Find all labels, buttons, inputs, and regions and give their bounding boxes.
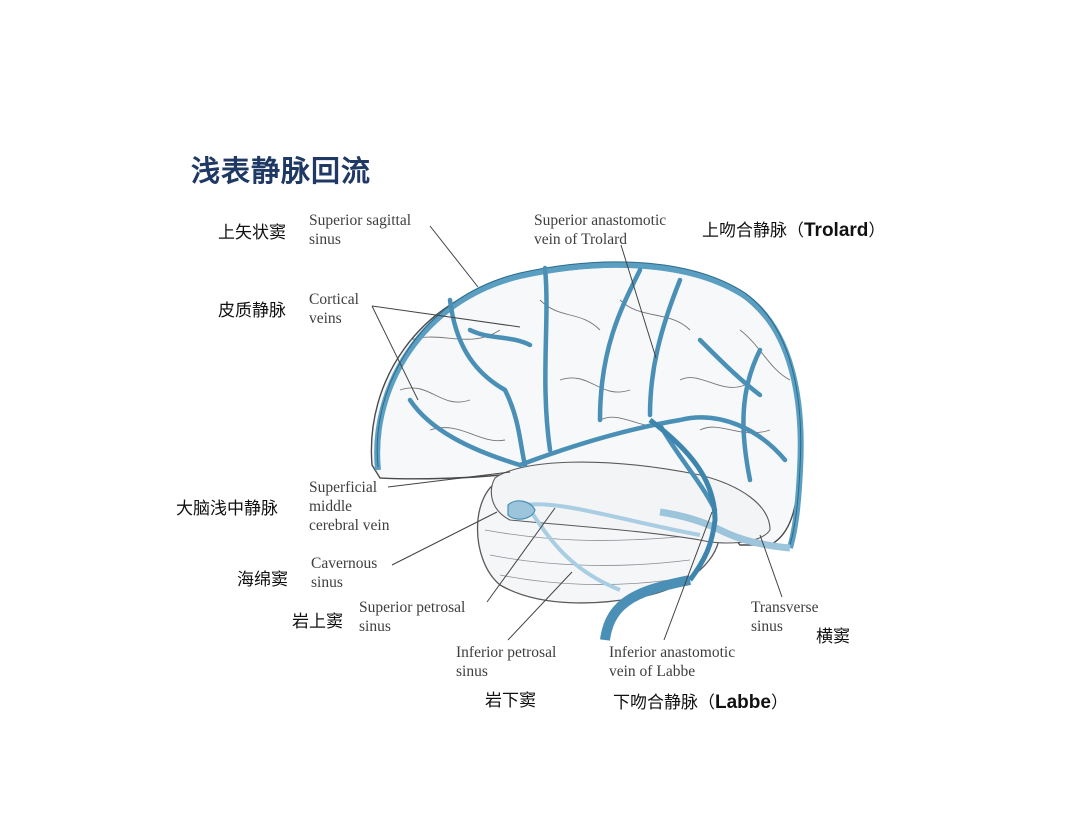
label-line: Superior anastomotic: [534, 212, 667, 229]
label-cn-labbe: 下吻合静脉（Labbe）: [613, 688, 788, 714]
label-en-superior-sagittal-sinus: Superior sagittal sinus: [309, 211, 411, 249]
label-en-trolard: Superior anastomotic vein of Trolard: [534, 211, 666, 249]
label-en-labbe: Inferior anastomotic vein of Labbe: [609, 643, 735, 681]
label-cn-inferior-petrosal-sinus: 岩下窦: [485, 691, 536, 711]
label-cn-superior-petrosal-sinus: 岩上窦: [292, 612, 343, 632]
transverse-sinus: [659, 508, 791, 552]
label-part: 上吻合静脉（: [702, 221, 804, 241]
leader-lines: [371, 225, 783, 641]
label-line: Cortical: [309, 291, 359, 308]
label-en-cortical-veins: Cortical veins: [309, 290, 359, 328]
label-line: sinus: [309, 231, 341, 248]
label-part: ）: [868, 221, 886, 241]
label-line: Inferior anastomotic: [609, 644, 736, 661]
page-title: 浅表静脉回流: [191, 154, 372, 188]
label-cn-cavernous-sinus: 海绵窦: [237, 570, 288, 590]
label-part: ）: [770, 693, 788, 713]
label-part: 下吻合静脉（: [613, 693, 715, 713]
label-en-cavernous-sinus: Cavernous sinus: [311, 554, 377, 592]
label-line: Superior petrosal: [359, 599, 466, 616]
label-en-transverse-sinus: Transverse sinus: [751, 598, 818, 636]
label-part: Trolard: [804, 220, 869, 241]
label-cn-superior-sagittal-sinus: 上矢状窦: [218, 223, 286, 243]
label-line: Transverse: [751, 599, 819, 616]
label-en-superior-petrosal-sinus: Superior petrosal sinus: [359, 598, 465, 636]
inferior-petrosal-sinus-path: [528, 508, 621, 592]
label-line: middle: [309, 498, 353, 515]
label-part: Labbe: [715, 692, 771, 713]
label-line: vein of Trolard: [534, 231, 627, 248]
label-cn-cortical-veins: 皮质静脉: [218, 301, 286, 321]
jugular-vein: [600, 575, 691, 641]
label-cn-trolard: 上吻合静脉（Trolard）: [702, 216, 885, 242]
label-en-superficial-middle-cerebral-vein: Superficial middle cerebral vein: [309, 478, 389, 535]
label-line: sinus: [751, 618, 783, 635]
label-line: sinus: [359, 618, 391, 635]
label-line: Cavernous: [311, 555, 378, 572]
label-cn-superficial-middle-cerebral-vein: 大脑浅中静脉: [176, 499, 278, 519]
cortical-veins: [407, 265, 788, 513]
label-line: Superior sagittal: [309, 212, 412, 229]
label-line: Inferior petrosal: [456, 644, 557, 661]
label-line: Superficial: [309, 479, 378, 496]
vein-of-labbe: [648, 418, 718, 582]
cavernous-sinus-shape: [507, 500, 536, 520]
label-line: vein of Labbe: [609, 663, 696, 680]
superior-petrosal-sinus-path: [524, 502, 701, 537]
label-line: cerebral vein: [309, 517, 390, 534]
label-en-inferior-petrosal-sinus: Inferior petrosal sinus: [456, 643, 556, 681]
label-cn-transverse-sinus: 横窦: [816, 627, 850, 647]
label-line: sinus: [456, 663, 488, 680]
label-line: veins: [309, 310, 342, 327]
label-line: sinus: [311, 574, 343, 591]
